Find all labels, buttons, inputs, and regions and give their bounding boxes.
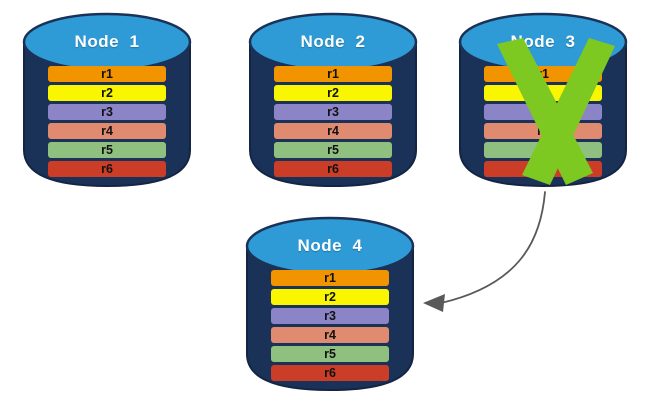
record-r5[interactable]: r5 [271,346,389,362]
record-r5[interactable]: r5 [274,142,392,158]
node-3-records: r1 r2 r3 r4 r5 r6 [458,66,628,177]
record-label: r1 [327,67,339,81]
record-label: r2 [327,86,339,100]
node-2-records: r1 r2 r3 r4 r5 r6 [248,66,418,177]
record-r3[interactable]: r3 [271,308,389,324]
record-r1[interactable]: r1 [48,66,166,82]
node-1[interactable]: Node 1 r1 r2 r3 r4 r5 r6 [22,8,192,188]
record-label: r4 [324,328,336,342]
record-label: r6 [324,366,336,380]
record-label: r2 [324,290,336,304]
record-r2[interactable]: r2 [274,85,392,101]
record-label: r3 [537,105,549,119]
record-label: r1 [537,67,549,81]
node-4[interactable]: Node 4 r1 r2 r3 r4 r5 r6 [245,212,415,392]
node-3[interactable]: Node 3 r1 r2 r3 r4 r5 r6 [458,8,628,188]
record-r2[interactable]: r2 [271,289,389,305]
record-r1[interactable]: r1 [271,270,389,286]
record-label: r3 [324,309,336,323]
record-r6[interactable]: r6 [274,161,392,177]
record-r4[interactable]: r4 [271,327,389,343]
record-label: r4 [327,124,339,138]
record-r4[interactable]: r4 [48,123,166,139]
record-r3[interactable]: r3 [274,104,392,120]
node-1-records: r1 r2 r3 r4 r5 r6 [22,66,192,177]
record-r4[interactable]: r4 [484,123,602,139]
record-label: r5 [101,143,113,157]
record-label: r6 [327,162,339,176]
record-label: r3 [327,105,339,119]
record-label: r5 [327,143,339,157]
record-label: r5 [537,143,549,157]
record-label: r3 [101,105,113,119]
record-label: r5 [324,347,336,361]
node-4-records: r1 r2 r3 r4 r5 r6 [245,270,415,381]
node-2[interactable]: Node 2 r1 r2 r3 r4 r5 r6 [248,8,418,188]
record-label: r4 [537,124,549,138]
record-label: r4 [101,124,113,138]
record-r6[interactable]: r6 [484,161,602,177]
record-r1[interactable]: r1 [274,66,392,82]
record-label: r6 [101,162,113,176]
record-r2[interactable]: r2 [48,85,166,101]
record-r2[interactable]: r2 [484,85,602,101]
record-r5[interactable]: r5 [484,142,602,158]
record-r5[interactable]: r5 [48,142,166,158]
record-r1[interactable]: r1 [484,66,602,82]
record-r6[interactable]: r6 [48,161,166,177]
record-label: r6 [537,162,549,176]
record-r3[interactable]: r3 [484,104,602,120]
record-r3[interactable]: r3 [48,104,166,120]
record-label: r2 [537,86,549,100]
record-label: r1 [101,67,113,81]
record-label: r1 [324,271,336,285]
record-label: r2 [101,86,113,100]
record-r4[interactable]: r4 [274,123,392,139]
record-r6[interactable]: r6 [271,365,389,381]
